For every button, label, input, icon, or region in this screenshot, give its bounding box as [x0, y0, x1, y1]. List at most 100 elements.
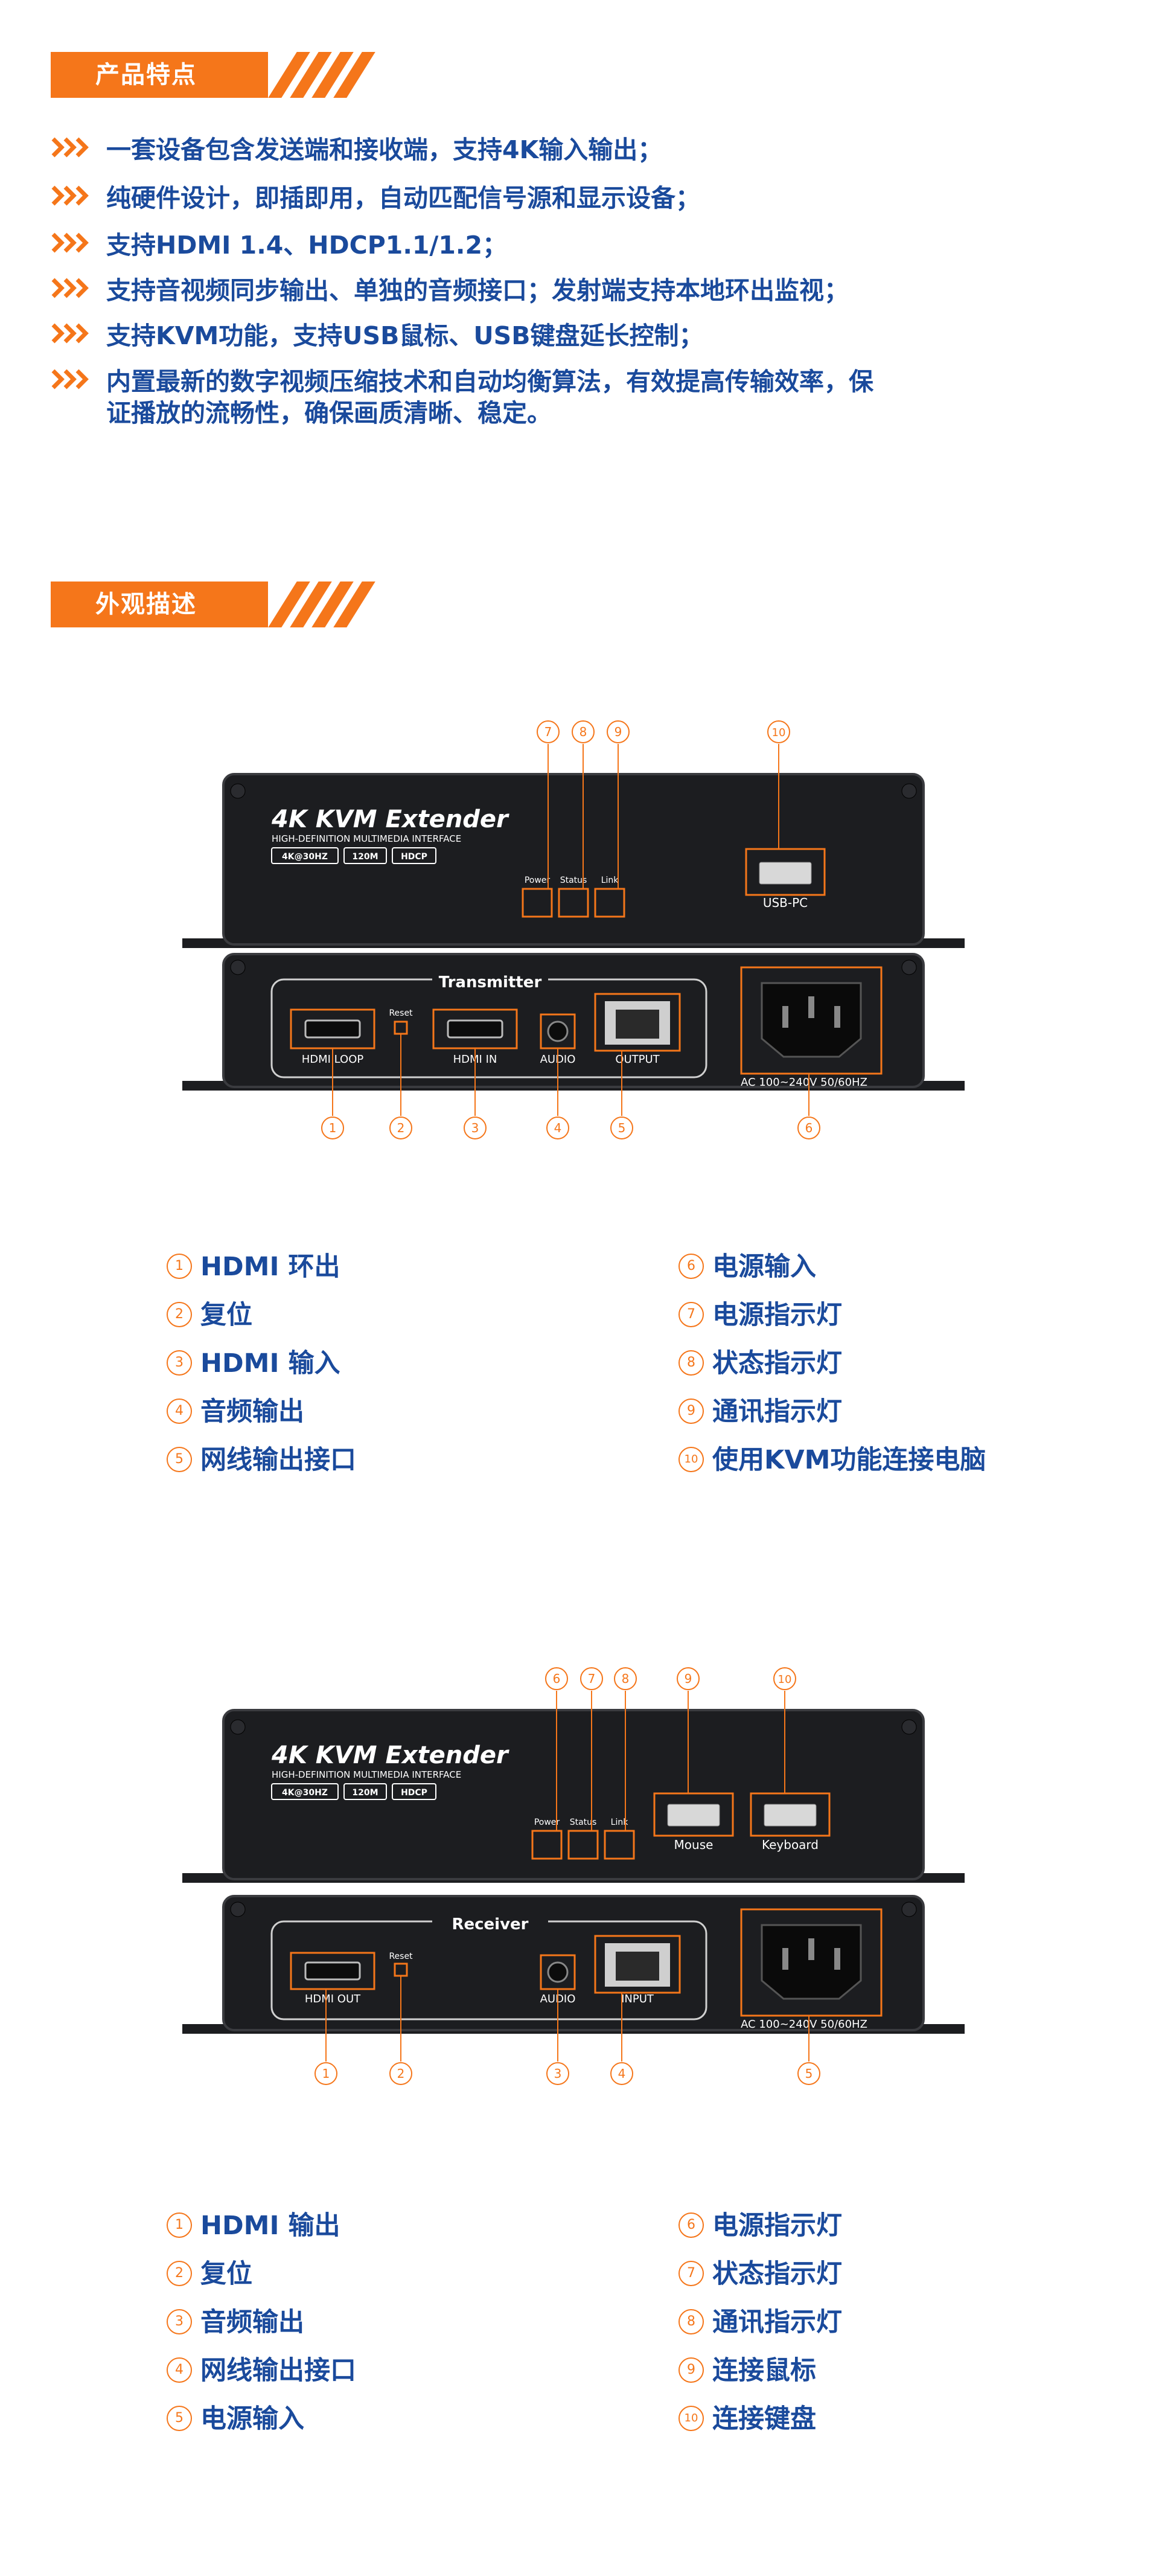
legend-label: HDMI 输入	[200, 1348, 340, 1379]
device-body	[222, 1709, 925, 1880]
screw-icon	[901, 1719, 917, 1735]
transmitter-top-view: 4K KVM Extender HIGH-DEFINITION MULTIMED…	[182, 773, 965, 948]
callouts-top	[545, 1667, 796, 1831]
chevron-right-icon	[51, 137, 89, 158]
callout-number: 7	[588, 1671, 596, 1686]
panel-title-bg	[432, 1913, 548, 1935]
legend-label: 电源指示灯	[712, 1300, 842, 1330]
legend-label: 复位	[200, 2259, 252, 2289]
callout-number: 3	[554, 2066, 562, 2081]
badge-frame	[343, 847, 387, 864]
power-led	[531, 1830, 563, 1860]
panel-title-bg	[432, 971, 548, 993]
power-pin	[834, 1948, 840, 1970]
legend-number: 8	[678, 1350, 704, 1376]
legend-number: 2	[167, 2260, 192, 2286]
legend-item: 4 音频输出	[167, 1394, 304, 1430]
section-title: 产品特点	[95, 61, 197, 89]
feature-text: 支持音视频同步输出、单独的音频接口；发射端支持本地环出监视；	[106, 276, 849, 305]
power-label: AC 100~240V 50/60HZ	[741, 2018, 867, 2031]
legend-item: 6 电源指示灯	[678, 2208, 842, 2244]
legend-label: 音频输出	[200, 1397, 304, 1427]
power-pin	[782, 1006, 788, 1028]
usb-port-icon	[764, 1804, 817, 1827]
legend-label: 状态指示灯	[712, 2259, 842, 2289]
device-tagline: HIGH-DEFINITION MULTIMEDIA INTERFACE	[272, 833, 461, 844]
badge-120m: 120M	[352, 1788, 378, 1798]
feature-item: 支持音视频同步输出、单独的音频接口；发射端支持本地环出监视；	[51, 275, 956, 306]
callout-number: 6	[553, 1671, 561, 1686]
rj45-socket	[616, 1952, 659, 1981]
callout-number: 8	[580, 725, 587, 739]
screw-icon	[230, 960, 246, 975]
feature-item: 一套设备包含发送端和接收端，支持4K输入输出；	[51, 134, 956, 165]
legend-number: 9	[678, 2357, 704, 2383]
screw-icon	[230, 1902, 246, 1917]
legend-label: 音频输出	[200, 2307, 304, 2337]
badge-frame	[392, 847, 436, 864]
badge-frame	[271, 847, 339, 864]
power-label: AC 100~240V 50/60HZ	[741, 1076, 867, 1089]
legend-item: 7 电源指示灯	[678, 1297, 842, 1333]
callout-number: 10	[778, 1673, 792, 1686]
led-label: Status	[570, 1818, 597, 1827]
legend-number: 5	[167, 2405, 192, 2431]
rj45-output-port	[594, 993, 681, 1052]
legend-number: 4	[167, 2357, 192, 2383]
screw-icon	[901, 1902, 917, 1917]
legend-label: 通讯指示灯	[712, 2307, 842, 2337]
feature-text: 纯硬件设计，即插即用，自动匹配信号源和显示设备；	[106, 184, 700, 213]
hdmi-port-icon	[304, 1019, 361, 1039]
device-body	[222, 1895, 925, 2031]
usb-label: Keyboard	[762, 1837, 819, 1852]
legend-label: HDMI 输出	[200, 2211, 340, 2241]
legend-label: 连接键盘	[712, 2404, 816, 2434]
legend-number: 9	[678, 1398, 704, 1424]
badge-hdcp: HDCP	[401, 1788, 427, 1798]
legend-number: 8	[678, 2308, 704, 2334]
power-pin	[808, 1938, 814, 1960]
callout-number: 7	[544, 725, 552, 739]
callout-number: 4	[618, 2066, 626, 2081]
callout-number: 4	[554, 1121, 562, 1135]
port-label: INPUT	[621, 1993, 654, 2005]
legend-number: 3	[167, 1350, 192, 1376]
legend-label: 电源指示灯	[712, 2211, 842, 2241]
callouts-bottom	[314, 1976, 820, 2085]
legend-label: 电源输入	[200, 2404, 304, 2434]
callout-number: 3	[471, 1121, 479, 1135]
callout-number: 6	[805, 1121, 813, 1135]
feature-text: 一套设备包含发送端和接收端，支持4K输入输出；	[106, 135, 663, 164]
power-pin	[808, 996, 814, 1018]
mouse-usb-port	[653, 1792, 734, 1837]
legend-number: 7	[678, 1301, 704, 1327]
callout-number: 5	[618, 1121, 626, 1135]
legend-label: 通讯指示灯	[712, 1397, 842, 1427]
section-header-appearance: 外观描述	[51, 582, 375, 627]
legend-item: 9 通讯指示灯	[678, 1394, 842, 1430]
legend-number: 10	[678, 2405, 704, 2431]
callout-number: 5	[805, 2066, 813, 2081]
audio-jack-icon	[547, 1961, 569, 1983]
port-label: OUTPUT	[615, 1053, 660, 1066]
chevron-right-icon	[51, 232, 89, 253]
legend-number: 6	[678, 1253, 704, 1279]
legend-label: 电源输入	[712, 1252, 816, 1282]
legend-label: 复位	[200, 1300, 252, 1330]
feature-item: 纯硬件设计，即插即用，自动匹配信号源和显示设备；	[51, 182, 956, 214]
feature-item: 内置最新的数字视频压缩技术和自动均衡算法，有效提高传输效率，保 证播放的流畅性，…	[51, 366, 956, 432]
hdmi-port-icon	[447, 1019, 503, 1039]
usb-label: USB-PC	[763, 896, 808, 910]
device-brand: 4K KVM Extender	[271, 1741, 509, 1769]
feature-text: 支持KVM功能，支持USB鼠标、USB键盘延长控制；	[106, 321, 704, 350]
power-inlet-frame	[740, 1908, 883, 2017]
feature-item: 支持KVM功能，支持USB鼠标、USB键盘延长控制；	[51, 320, 956, 351]
legend-number: 4	[167, 1398, 192, 1424]
badge-4k: 4K@30HZ	[282, 852, 328, 862]
legend-number: 6	[678, 2212, 704, 2238]
audio-jack-icon	[547, 1020, 569, 1042]
legend-label: 网线输出接口	[200, 2356, 356, 2386]
